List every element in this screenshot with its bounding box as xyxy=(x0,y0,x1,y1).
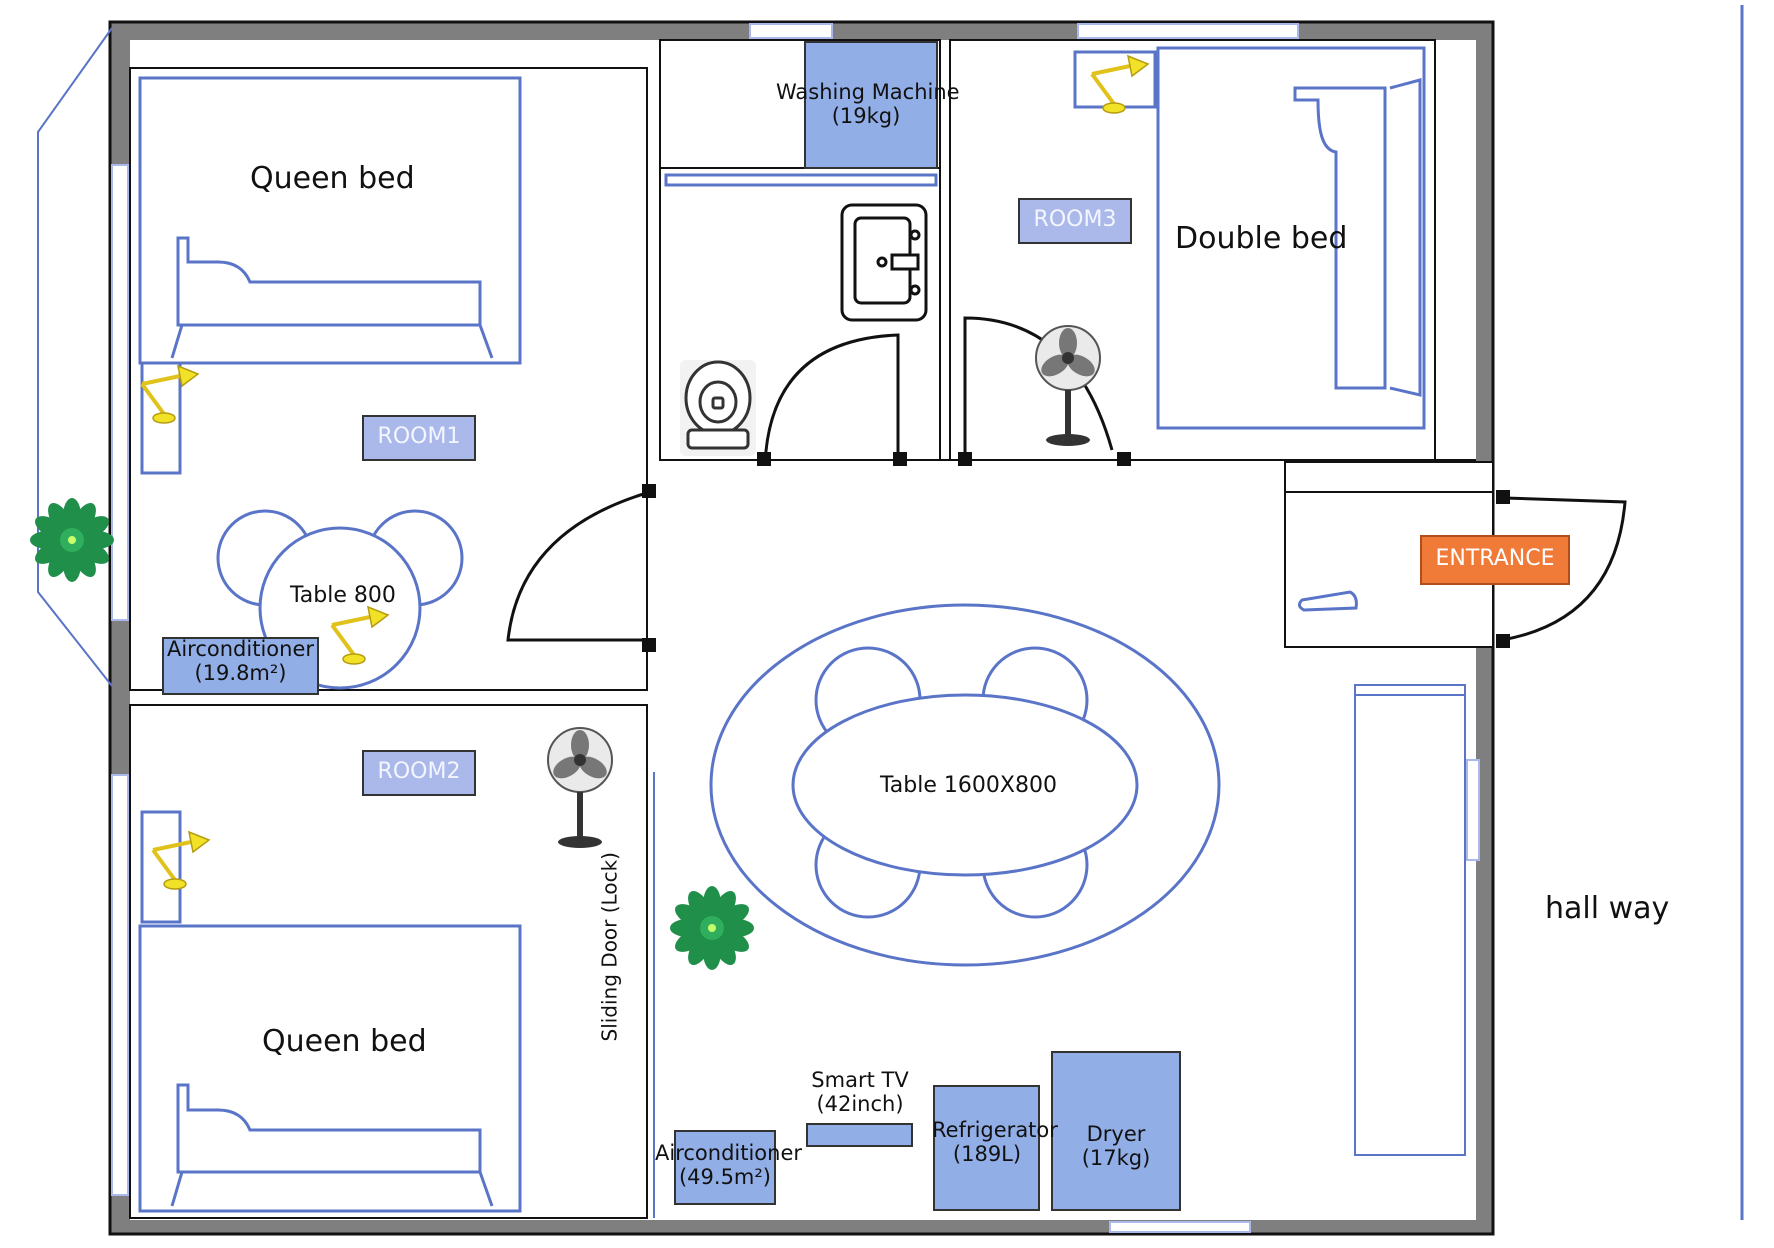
double-bed-label: Double bed xyxy=(1175,221,1348,256)
aircon-2-label: Airconditioner (49.5m²) xyxy=(655,1141,803,1190)
kitchen-counter xyxy=(1354,684,1466,1156)
dryer-box xyxy=(1051,1051,1181,1211)
table-800-label: Table 800 xyxy=(290,583,396,608)
dryer-label: Dryer (17kg) xyxy=(1081,1122,1151,1171)
refrigerator-label: Refrigerator (189L) xyxy=(932,1118,1058,1167)
smart-tv-label: Smart TV (42inch) xyxy=(811,1068,909,1117)
windows xyxy=(111,23,1480,1233)
room1-tag: ROOM1 xyxy=(362,415,476,461)
hallway-label: hall way xyxy=(1545,891,1670,926)
queen-bed-2-label: Queen bed xyxy=(262,1024,427,1059)
entrance-tag: ENTRANCE xyxy=(1420,535,1570,585)
aircon-1-box xyxy=(162,637,319,695)
queen-bed-1-label: Queen bed xyxy=(250,161,415,196)
double-bed xyxy=(1156,46,1426,430)
room2-tag: ROOM2 xyxy=(362,750,476,796)
sliding-door-label: Sliding Door (Lock) xyxy=(597,852,622,1042)
appliances xyxy=(162,41,1181,1211)
shoe-icon xyxy=(1297,590,1358,612)
refrigerator-box xyxy=(933,1085,1040,1211)
aircon-2-box xyxy=(674,1130,776,1205)
washing-machine-label: Washing Machine (19kg) xyxy=(776,80,960,129)
door-hinges xyxy=(642,452,1510,652)
queen-bed-1 xyxy=(138,76,522,365)
room3-tag: ROOM3 xyxy=(1018,198,1132,244)
washing-machine-box xyxy=(804,41,938,169)
aircon-1-label: Airconditioner (19.8m²) xyxy=(166,637,315,686)
bay-window xyxy=(37,27,113,687)
sink-icon xyxy=(840,203,928,322)
table-1600-label: Table 1600X800 xyxy=(880,773,1057,798)
table-1600-group xyxy=(709,603,1221,967)
smart-tv-box xyxy=(806,1123,913,1147)
toilet-icon xyxy=(680,360,756,456)
queen-bed-2 xyxy=(138,924,522,1213)
